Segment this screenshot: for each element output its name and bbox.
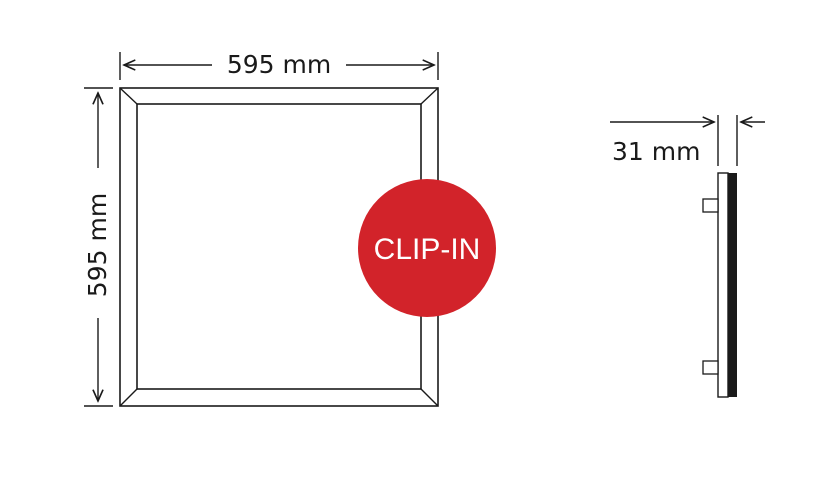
width-dimension: 595 mm [119, 50, 439, 80]
badge-circle [358, 179, 496, 317]
panel-corner-line [420, 87, 439, 105]
side-frame [717, 172, 729, 398]
side-clip-top [702, 198, 719, 213]
panel-corner-line [119, 87, 138, 105]
side-panel-back [728, 173, 737, 397]
width-label: 595 mm [227, 50, 331, 79]
clip-in-badge: CLIP-IN [358, 179, 496, 317]
panel-side-view [702, 172, 737, 398]
height-dimension: 595 mm [83, 87, 113, 407]
panel-corner-line [420, 388, 439, 407]
depth-label: 31 mm [612, 137, 700, 166]
side-clip-bottom [702, 360, 719, 375]
height-label: 595 mm [83, 193, 112, 297]
depth-dimension: 31 mm [610, 115, 765, 166]
badge-label: CLIP-IN [374, 233, 481, 266]
panel-corner-line [119, 388, 138, 407]
